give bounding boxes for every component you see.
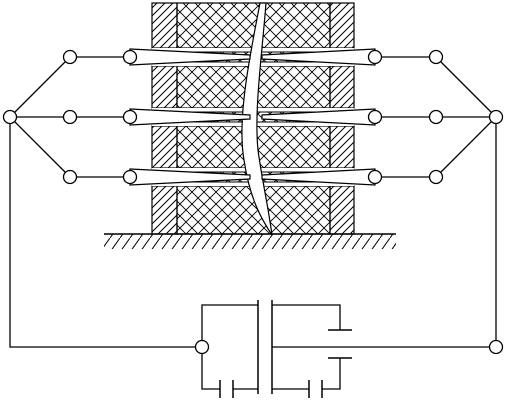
terminal-14 (194, 339, 210, 355)
capacitor-central (257, 300, 273, 394)
capacitor-bottom-left (219, 380, 234, 398)
terminal-6 (122, 109, 138, 125)
block-right-1 (329, 65, 355, 109)
ground (104, 233, 396, 249)
terminal-12 (428, 109, 444, 125)
terminals (2, 49, 504, 355)
terminal-15 (488, 339, 504, 355)
terminal-2 (62, 49, 78, 65)
terminal-4 (62, 169, 78, 185)
terminal-7 (122, 169, 138, 185)
clamps (129, 48, 376, 186)
terminal-9 (367, 109, 383, 125)
block-right-2 (329, 125, 355, 169)
block-right-0 (329, 2, 355, 49)
capacitor-right (328, 329, 352, 359)
terminal-5 (122, 49, 138, 65)
terminal-8 (367, 49, 383, 65)
terminal-13 (428, 169, 444, 185)
terminal-11 (428, 49, 444, 65)
block-right-3 (329, 185, 355, 235)
terminal-10 (367, 169, 383, 185)
terminal-0 (2, 109, 18, 125)
terminal-1 (488, 109, 504, 125)
capacitor-bottom-right (308, 380, 323, 398)
block-left-2 (151, 125, 178, 169)
terminal-3 (62, 109, 78, 125)
block-left-1 (151, 65, 178, 109)
block-left-0 (151, 2, 178, 49)
block-left-3 (151, 185, 178, 235)
